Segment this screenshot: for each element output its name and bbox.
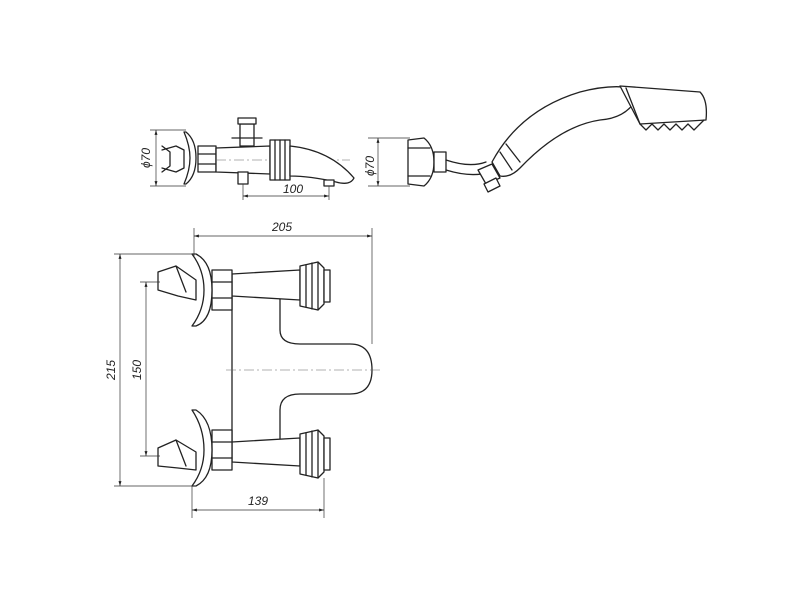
spout-length-dimension: 100 [242,182,330,200]
mixer-side-view [161,117,355,187]
depth-label: 139 [248,494,268,508]
overall-width-label: 205 [271,220,292,234]
overall-height-dimension: 215 [104,253,196,487]
depth-dimension: 139 [191,478,325,518]
overall-width-dimension: 205 [193,220,373,344]
overall-height-label: 215 [104,360,118,381]
lower-handle [299,429,331,479]
holder-diameter-dimension: ϕ70 [363,137,410,187]
hand-shower-view [491,85,708,177]
shower-holder-view [407,137,501,193]
inlet-spacing-label: 150 [130,360,144,380]
side-diameter-dimension: ϕ70 [139,129,186,187]
inlet-spacing-dimension: 150 [130,281,160,457]
spout-length-label: 100 [283,182,303,196]
mixer-front-view [157,253,380,487]
holder-diameter-label: ϕ70 [363,156,377,176]
upper-handle [299,261,331,311]
side-diameter-label: ϕ70 [139,148,153,168]
